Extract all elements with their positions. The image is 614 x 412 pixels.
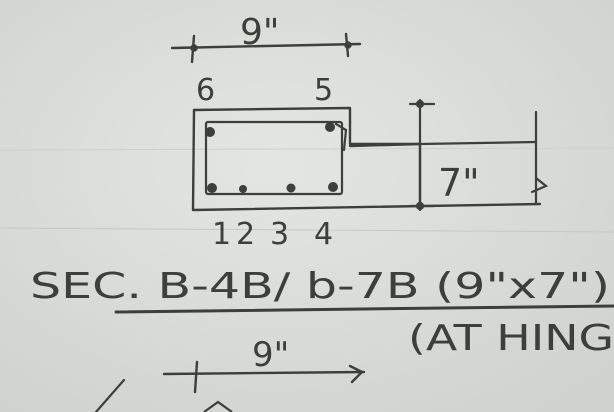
rebar-dot-1 <box>207 183 217 193</box>
section-note: (AT HING <box>408 318 614 359</box>
title-underline <box>114 304 614 314</box>
bar-label-1: 1 <box>212 217 231 252</box>
rebar-dot-5 <box>325 122 335 132</box>
paper-crease <box>0 147 614 151</box>
bottom-width-label: 9" <box>252 335 289 375</box>
stirrup <box>204 120 344 196</box>
depth-dimension <box>408 98 549 212</box>
rebar-dot-2 <box>239 185 247 193</box>
bottom-bar-labels: 1 2 3 4 <box>212 217 333 252</box>
cut-off-stroke <box>94 378 126 412</box>
bar-label-6: 6 <box>196 73 215 108</box>
bar-label-3: 3 <box>270 217 289 252</box>
stirrup-hook <box>334 122 348 152</box>
bar-label-2: 2 <box>236 217 255 252</box>
paper-crease <box>0 227 614 233</box>
rebar-dot-4 <box>328 182 338 192</box>
top-width-label: 9" <box>240 12 279 53</box>
bar-label-4: 4 <box>314 217 333 252</box>
section-title: SEC. B-4B/ b-7B (9"x7") <box>30 266 610 307</box>
depth-label: 7" <box>438 161 480 205</box>
cut-off-stroke <box>203 400 233 412</box>
bottom-dimension <box>162 360 366 394</box>
rebar-dot-3 <box>286 183 296 193</box>
top-dimension <box>170 32 362 64</box>
rebar-dot-6 <box>205 127 215 137</box>
bar-label-5: 5 <box>314 73 333 108</box>
